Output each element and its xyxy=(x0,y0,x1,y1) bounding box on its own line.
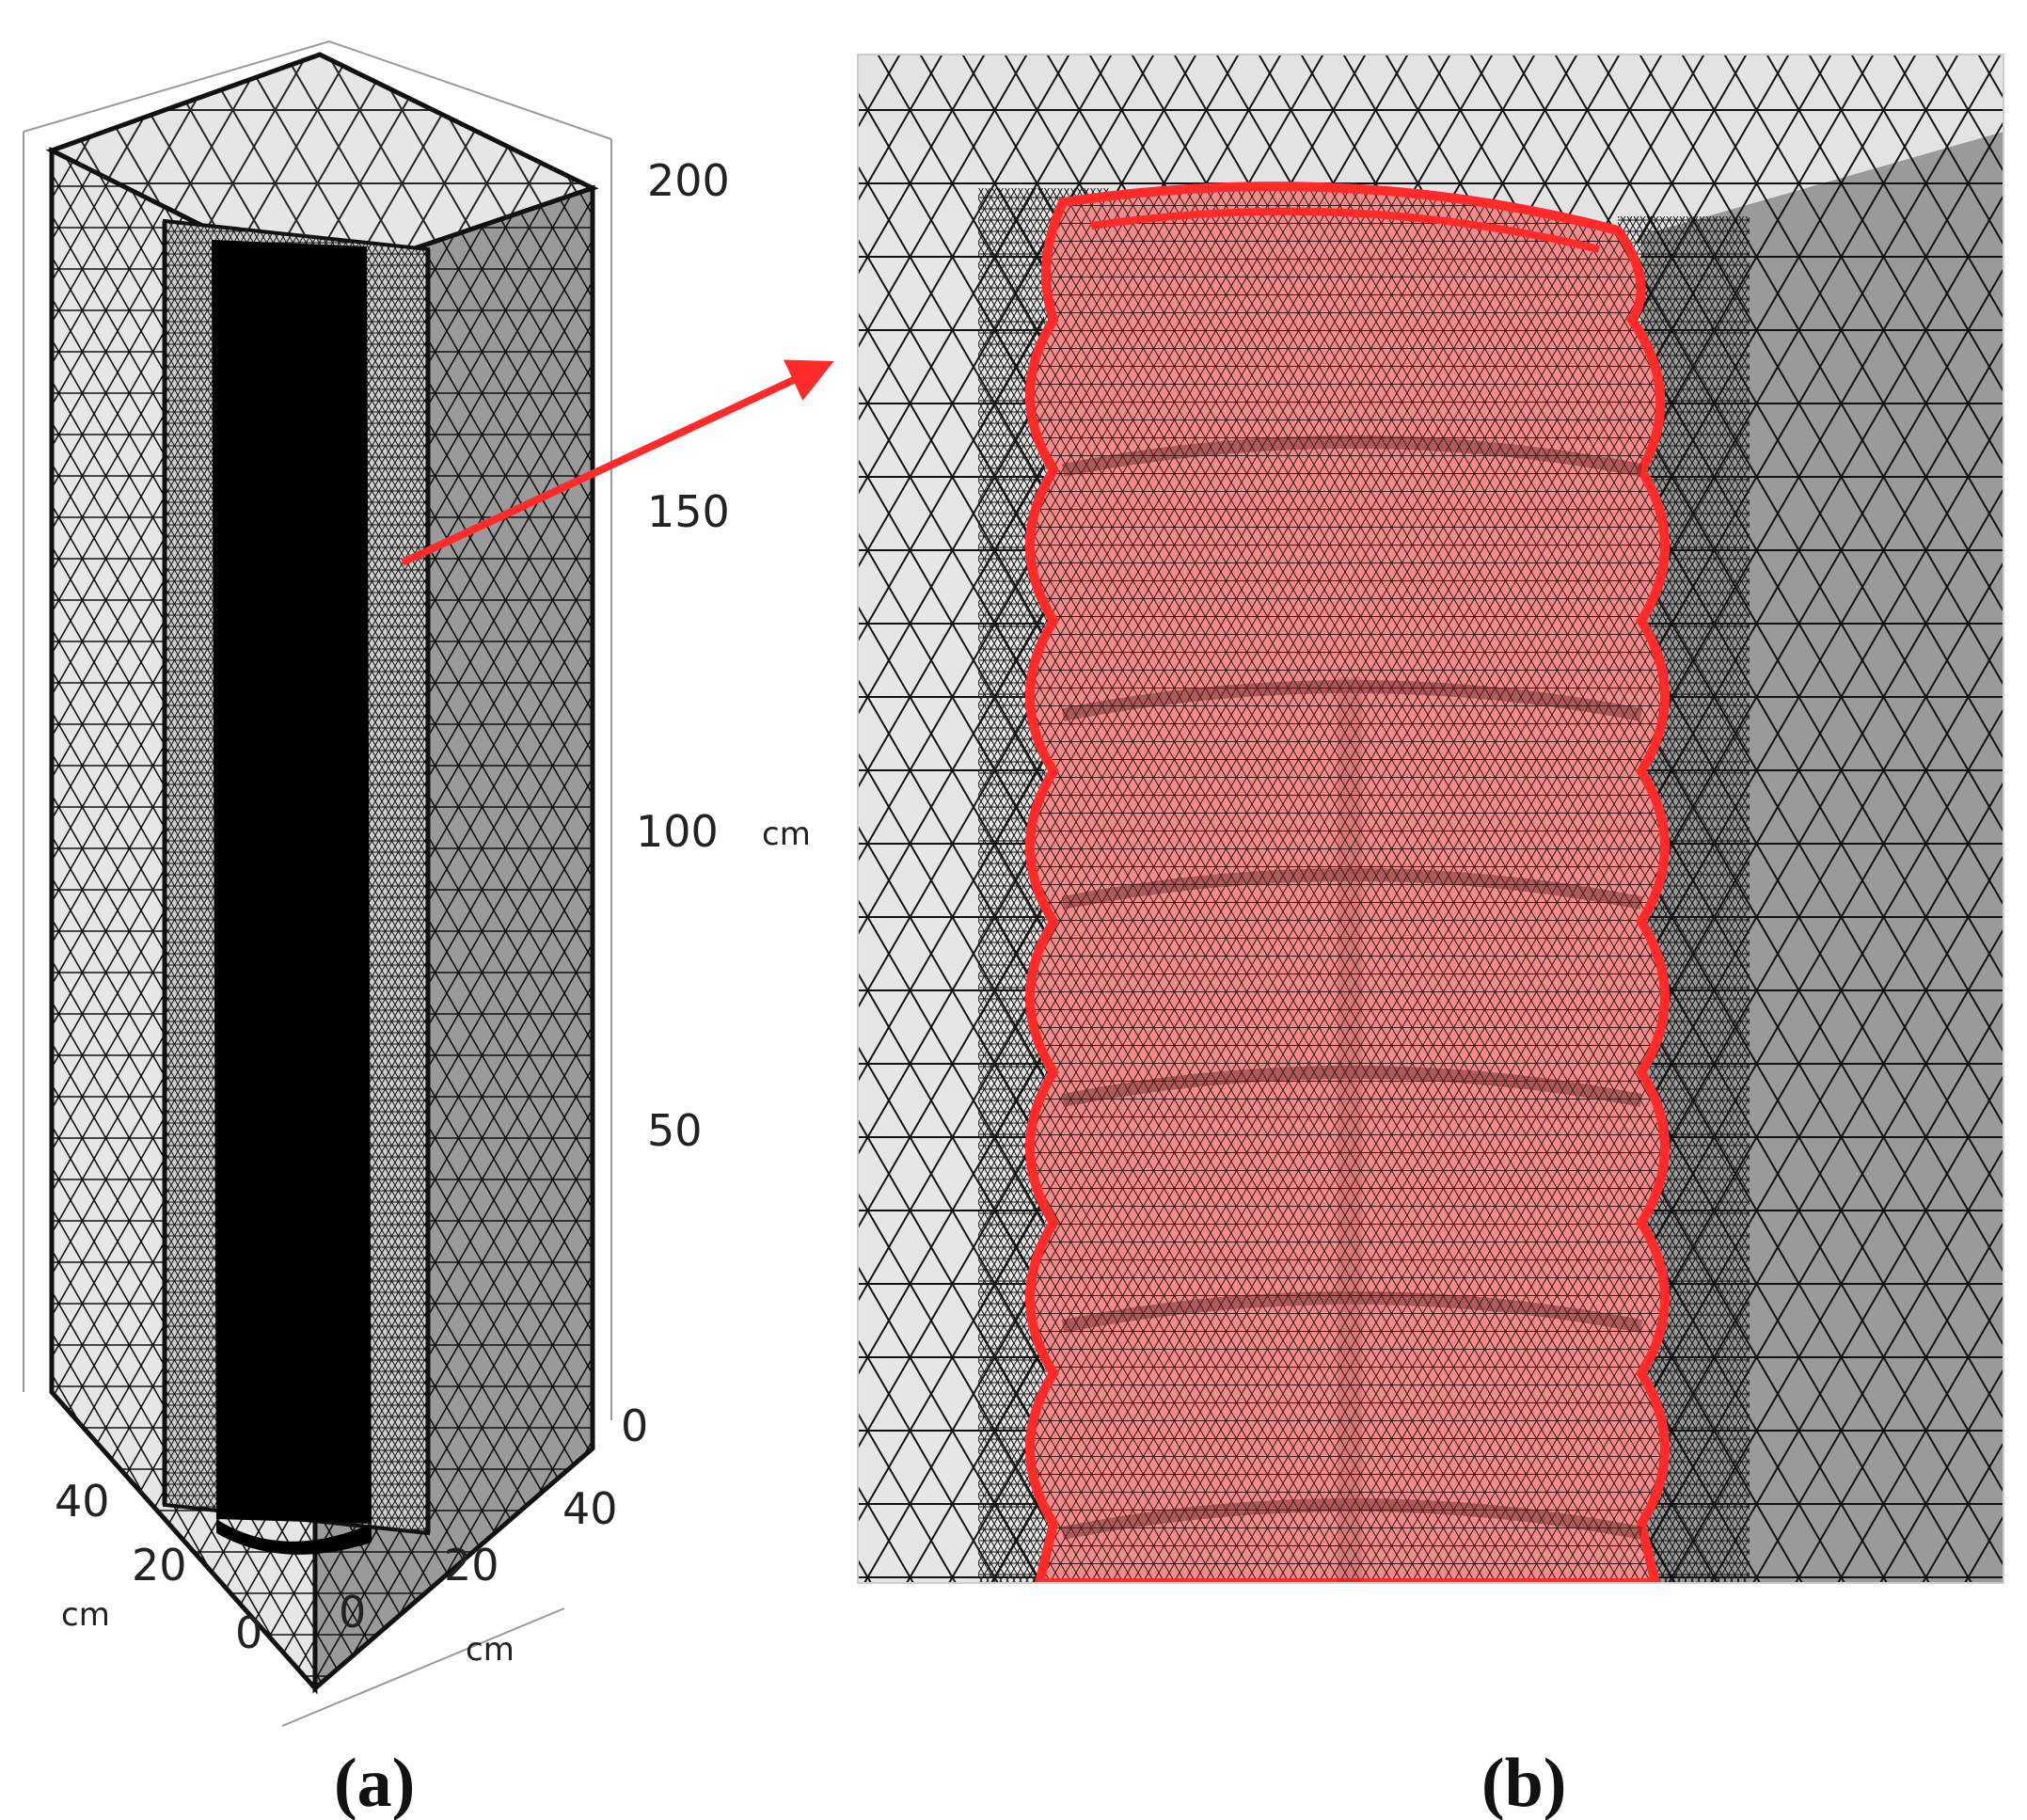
x-tick-label: 20 xyxy=(132,1540,187,1591)
z-axis-unit: cm xyxy=(762,815,811,853)
axis-frame xyxy=(23,40,612,1727)
z-tick-label: 100 xyxy=(636,806,719,857)
x-tick-label: 0 xyxy=(235,1607,262,1658)
z-tick-label: 50 xyxy=(647,1105,703,1156)
panel-b-label: (b) xyxy=(1481,1745,1566,1820)
y-tick-label: 20 xyxy=(444,1540,499,1591)
panel-b-zoom-view xyxy=(858,55,2003,1583)
z-tick-label: 200 xyxy=(647,155,730,206)
y-axis-unit: cm xyxy=(466,1631,515,1669)
interface-bands xyxy=(1061,435,1643,1583)
red-pointer-arrow-icon xyxy=(401,359,834,566)
z-tick-label: 0 xyxy=(621,1401,648,1451)
dense-core-mesh xyxy=(212,240,372,1524)
z-axis: 200 150 100 50 0 cm xyxy=(621,155,811,1451)
z-tick-label: 150 xyxy=(647,486,730,537)
x-axis-unit: cm xyxy=(61,1596,110,1634)
x-tick-label: 40 xyxy=(55,1476,110,1527)
panel-a-label: (a) xyxy=(334,1745,415,1820)
y-axis: 0 20 40 cm xyxy=(339,1483,618,1669)
panel-a-mesh-column xyxy=(23,40,612,1727)
y-tick-label: 0 xyxy=(339,1587,366,1638)
y-tick-label: 40 xyxy=(562,1483,618,1534)
x-axis: 40 20 0 cm xyxy=(55,1476,262,1658)
highlighted-corrugated-domain xyxy=(1025,182,1670,1583)
